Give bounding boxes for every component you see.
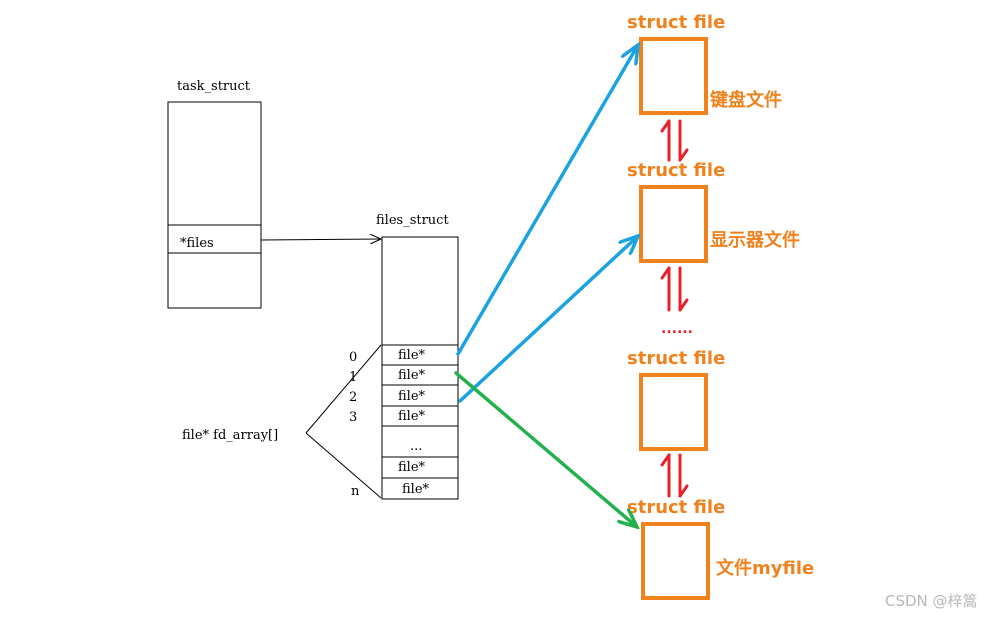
fd0-to-keyboard-arrow bbox=[456, 45, 638, 356]
fd-array-slot-texts: file* file* file* file*... file* file* bbox=[398, 348, 430, 497]
struct-file-box bbox=[639, 37, 708, 115]
struct-file-keyboard: struct file 键盘文件 bbox=[627, 12, 782, 115]
fd-index-0: 0 bbox=[349, 350, 357, 365]
files-pointer-field: *files bbox=[180, 236, 214, 251]
double-arrow-icon bbox=[660, 119, 689, 162]
fd-slot-3: file* bbox=[398, 409, 426, 424]
files-struct-block: files_struct file*file*file*file*...file… bbox=[376, 213, 459, 500]
struct-file-label: struct file bbox=[627, 12, 725, 33]
ellipsis: ...... bbox=[661, 321, 693, 337]
fd-index-n: n bbox=[351, 484, 360, 499]
fd-slot-5: file* bbox=[398, 460, 426, 475]
list-link-arrows bbox=[660, 119, 689, 498]
fd-array-brace bbox=[305, 344, 382, 499]
fd-index-3: 3 bbox=[349, 410, 357, 425]
fd-slot-4: ... bbox=[410, 439, 422, 454]
struct-file-name: 显示器文件 bbox=[710, 229, 800, 251]
struct-file-myfile: struct file 文件myfile bbox=[627, 497, 814, 600]
struct-file-label: struct file bbox=[627, 348, 725, 369]
struct-file-name: 文件myfile bbox=[716, 557, 814, 579]
struct-file-display: struct file 显示器文件 bbox=[627, 160, 800, 263]
struct-file-third: struct file bbox=[627, 348, 725, 451]
struct-file-label: struct file bbox=[627, 160, 725, 181]
fd-slot-0: file* bbox=[398, 348, 426, 363]
fd-slot-6: file* bbox=[402, 482, 430, 497]
files-struct-title: files_struct bbox=[376, 213, 449, 228]
fd-slot-2: file* bbox=[398, 389, 426, 404]
fd-index-1: 1 bbox=[349, 370, 357, 385]
fd-array-label: file* fd_array[] bbox=[182, 428, 278, 443]
fd2-to-display-arrow bbox=[458, 236, 638, 403]
struct-file-box bbox=[639, 185, 708, 263]
struct-file-box bbox=[639, 373, 708, 451]
fd-index-2: 2 bbox=[349, 390, 357, 405]
files-struct-box bbox=[381, 236, 459, 500]
watermark: CSDN @梓篙 bbox=[885, 592, 978, 610]
task-struct-box bbox=[167, 101, 262, 309]
task-struct-title: task_struct bbox=[177, 79, 251, 94]
double-arrow-icon bbox=[660, 453, 689, 498]
struct-file-box bbox=[641, 522, 710, 600]
fd-slot-1: file* bbox=[398, 368, 426, 383]
task-struct-block: task_struct *files bbox=[167, 79, 262, 309]
double-arrow-icon bbox=[660, 266, 689, 312]
files-pointer-arrow bbox=[260, 239, 381, 240]
struct-file-label: struct file bbox=[627, 497, 725, 518]
fd1-to-myfile-arrow bbox=[454, 371, 637, 527]
fd-array-slot-lines bbox=[382, 344, 458, 479]
struct-file-name: 键盘文件 bbox=[709, 89, 782, 111]
